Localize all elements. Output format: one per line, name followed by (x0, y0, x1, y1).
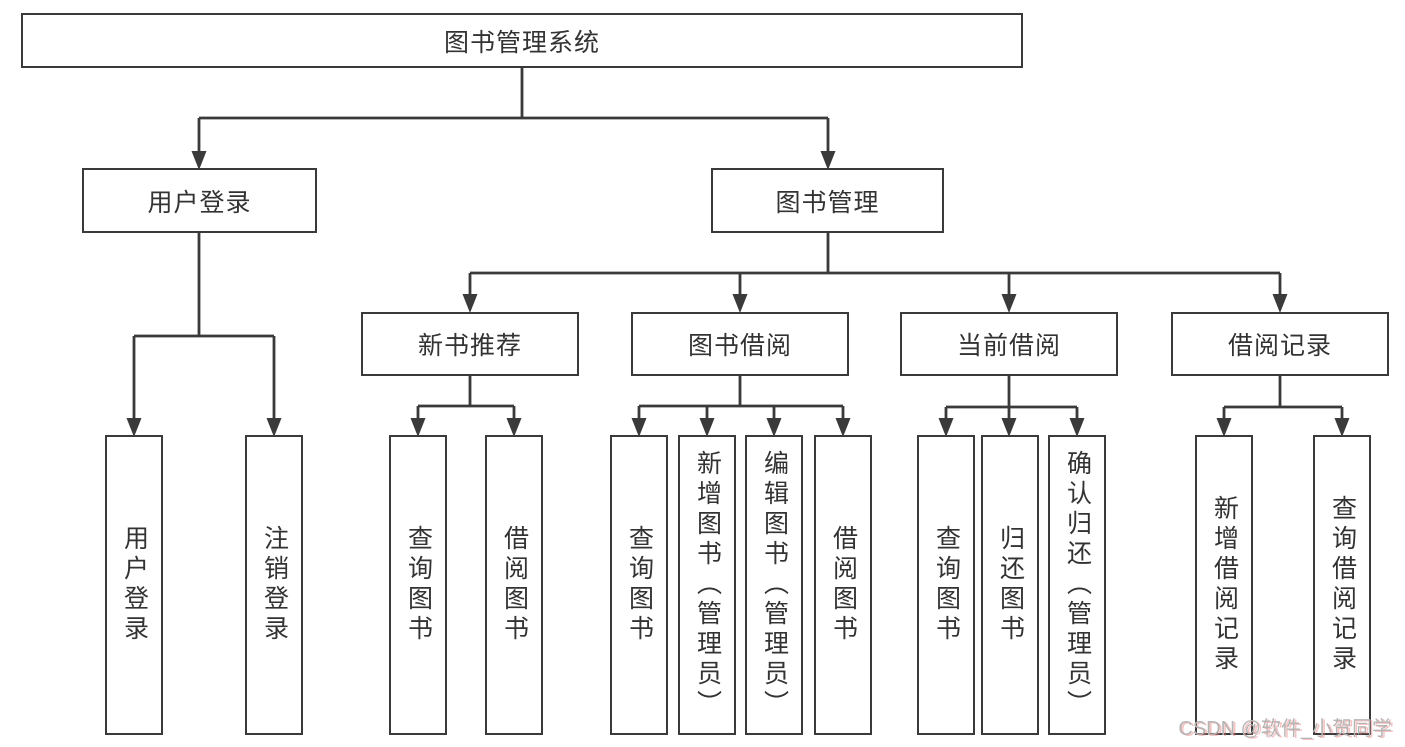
node-leaf-return-books: 归还图书 (981, 435, 1039, 735)
node-system-root: 图书管理系统 (21, 13, 1023, 68)
node-user-login-module: 用户登录 (82, 168, 317, 233)
node-leaf-edit-books-admin: 编辑图书（管理员） (745, 435, 803, 735)
leaf-label: 用户登录 (120, 525, 149, 645)
leaf-label: 借阅图书 (500, 525, 529, 645)
node-current-borrowing: 当前借阅 (900, 312, 1118, 376)
leaf-label: 查询借阅记录 (1328, 495, 1357, 675)
arrowheads (126, 151, 1350, 437)
csdn-watermark: CSDN @软件_小贺同学 (1178, 718, 1392, 740)
node-leaf-borrow-books-recommend: 借阅图书 (485, 435, 543, 735)
leaf-label: 归还图书 (996, 525, 1025, 645)
leaf-label: 借阅图书 (829, 525, 858, 645)
node-leaf-confirm-return-admin: 确认归还（管理员） (1048, 435, 1106, 735)
node-book-borrowing: 图书借阅 (631, 312, 849, 376)
node-borrowing-records: 借阅记录 (1171, 312, 1389, 376)
node-leaf-query-books-recommend: 查询图书 (389, 435, 447, 735)
leaf-label: 新增借阅记录 (1210, 495, 1239, 675)
node-leaf-query-books-current: 查询图书 (917, 435, 975, 735)
node-leaf-user-login: 用户登录 (105, 435, 163, 735)
node-leaf-add-borrow-record: 新增借阅记录 (1195, 435, 1253, 735)
leaf-label: 查询图书 (404, 525, 433, 645)
leaf-label: 编辑图书（管理员） (760, 450, 789, 720)
node-leaf-query-borrow-record: 查询借阅记录 (1313, 435, 1371, 735)
node-leaf-add-books-admin: 新增图书（管理员） (678, 435, 736, 735)
leaf-label: 注销登录 (260, 525, 289, 645)
node-leaf-borrow-books: 借阅图书 (814, 435, 872, 735)
node-new-book-recommend: 新书推荐 (361, 312, 579, 376)
node-book-management-module: 图书管理 (711, 168, 944, 233)
tree-edges-path (132, 68, 1344, 419)
node-leaf-logout: 注销登录 (245, 435, 303, 735)
leaf-label: 查询图书 (932, 525, 961, 645)
leaf-label: 确认归还（管理员） (1063, 450, 1092, 720)
leaf-label: 查询图书 (625, 525, 654, 645)
node-leaf-query-books-borrow: 查询图书 (610, 435, 668, 735)
leaf-label: 新增图书（管理员） (693, 450, 722, 720)
